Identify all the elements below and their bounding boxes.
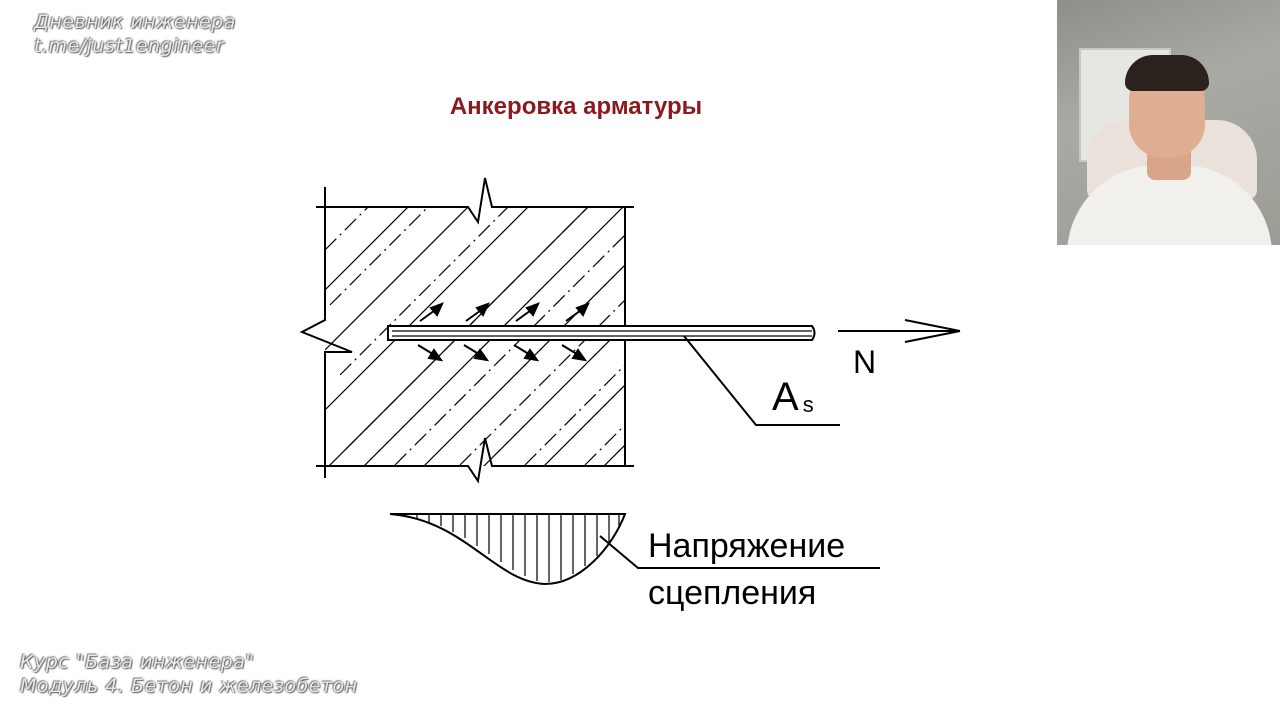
course-module: Модуль 4. Бетон и железобетон bbox=[20, 675, 358, 697]
rebar-label-main: A bbox=[772, 375, 799, 419]
slide-title: Анкеровка арматуры bbox=[449, 93, 703, 120]
concrete-hatching bbox=[325, 207, 625, 466]
channel-link: t.me/just1engineer bbox=[34, 35, 225, 57]
bond-stress-diagram bbox=[389, 513, 880, 586]
stress-label-line2: сцепления bbox=[648, 574, 816, 612]
channel-watermark: Дневник инженера t.me/just1engineer bbox=[34, 10, 236, 58]
channel-name: Дневник инженера bbox=[34, 11, 236, 33]
presenter-webcam bbox=[1057, 0, 1280, 245]
course-watermark: Курс "База инженера" Модуль 4. Бетон и ж… bbox=[20, 650, 358, 698]
rebar-label-subscript: s bbox=[803, 392, 814, 417]
course-name: Курс "База инженера" bbox=[20, 651, 255, 673]
force-label: N bbox=[853, 344, 876, 380]
force-arrow bbox=[838, 319, 961, 343]
rebar bbox=[387, 325, 816, 341]
stress-label-line1: Напряжение bbox=[648, 527, 845, 565]
bond-stress-arrows bbox=[417, 302, 590, 362]
presenter-hair bbox=[1125, 55, 1209, 91]
rebar-leader bbox=[683, 335, 840, 426]
